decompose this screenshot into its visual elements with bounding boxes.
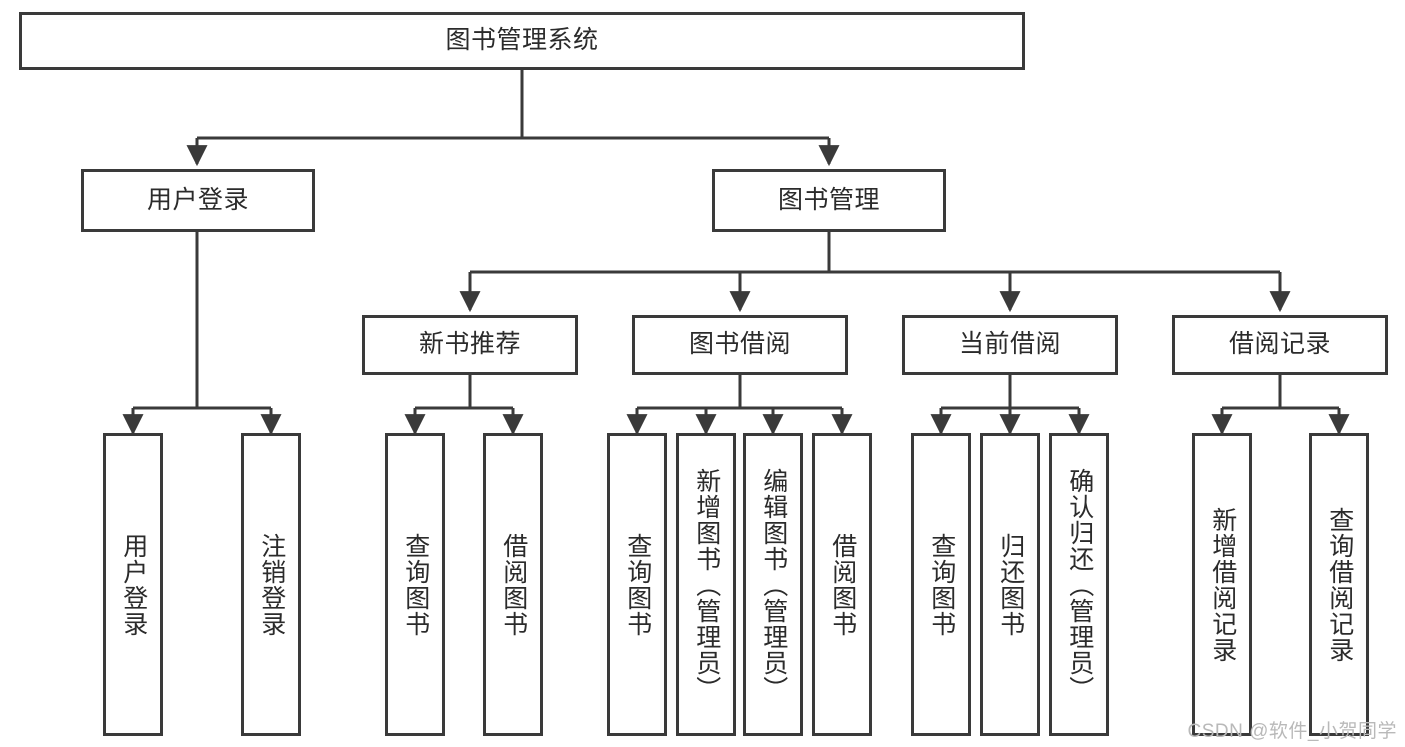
node-leaf-edit-book-admin-label: 编辑图书（管理员）	[759, 467, 788, 702]
node-leaf-return-book[interactable]: 归还图书	[980, 433, 1040, 736]
node-leaf-add-borrow-record-label: 新增借阅记录	[1208, 506, 1237, 663]
node-leaf-user-login-label: 用户登录	[119, 532, 148, 637]
node-leaf-add-book-admin-label: 新增图书（管理员）	[692, 467, 721, 702]
node-book-management-label: 图书管理	[777, 185, 880, 214]
node-leaf-query-book-1[interactable]: 查询图书	[385, 433, 445, 736]
node-leaf-query-borrow-record-label: 查询借阅记录	[1325, 506, 1354, 663]
node-leaf-logout[interactable]: 注销登录	[241, 433, 301, 736]
node-leaf-query-book-2-label: 查询图书	[623, 532, 652, 637]
node-leaf-borrow-book-1-label: 借阅图书	[499, 532, 528, 637]
node-book-management[interactable]: 图书管理	[712, 169, 946, 232]
node-user-login[interactable]: 用户登录	[81, 169, 315, 232]
node-leaf-borrow-book-1[interactable]: 借阅图书	[483, 433, 543, 736]
node-leaf-query-book-1-label: 查询图书	[401, 532, 430, 637]
node-leaf-confirm-return-admin[interactable]: 确认归还（管理员）	[1049, 433, 1109, 736]
node-borrow-record-label: 借阅记录	[1228, 330, 1331, 359]
node-book-borrow[interactable]: 图书借阅	[632, 315, 848, 375]
node-borrow-record[interactable]: 借阅记录	[1172, 315, 1388, 375]
node-leaf-query-borrow-record[interactable]: 查询借阅记录	[1309, 433, 1369, 736]
node-leaf-add-borrow-record[interactable]: 新增借阅记录	[1192, 433, 1252, 736]
node-leaf-confirm-return-admin-label: 确认归还（管理员）	[1065, 467, 1094, 702]
node-new-book-recommend[interactable]: 新书推荐	[362, 315, 578, 375]
node-leaf-user-login[interactable]: 用户登录	[103, 433, 163, 736]
node-root-label: 图书管理系统	[445, 26, 599, 55]
node-new-book-recommend-label: 新书推荐	[418, 330, 521, 359]
node-user-login-label: 用户登录	[146, 185, 249, 214]
node-leaf-query-book-3[interactable]: 查询图书	[911, 433, 971, 736]
node-leaf-query-book-2[interactable]: 查询图书	[607, 433, 667, 736]
watermark-text: CSDN @软件_小贺同学	[1187, 721, 1397, 742]
node-leaf-return-book-label: 归还图书	[996, 532, 1025, 637]
node-leaf-query-book-3-label: 查询图书	[927, 532, 956, 637]
node-root[interactable]: 图书管理系统	[19, 12, 1025, 70]
node-leaf-borrow-book-2-label: 借阅图书	[828, 532, 857, 637]
node-current-borrow-label: 当前借阅	[958, 330, 1061, 359]
node-leaf-logout-label: 注销登录	[257, 532, 286, 637]
node-current-borrow[interactable]: 当前借阅	[902, 315, 1118, 375]
node-leaf-borrow-book-2[interactable]: 借阅图书	[812, 433, 872, 736]
node-leaf-add-book-admin[interactable]: 新增图书（管理员）	[676, 433, 736, 736]
node-book-borrow-label: 图书借阅	[688, 330, 791, 359]
node-leaf-edit-book-admin[interactable]: 编辑图书（管理员）	[743, 433, 803, 736]
